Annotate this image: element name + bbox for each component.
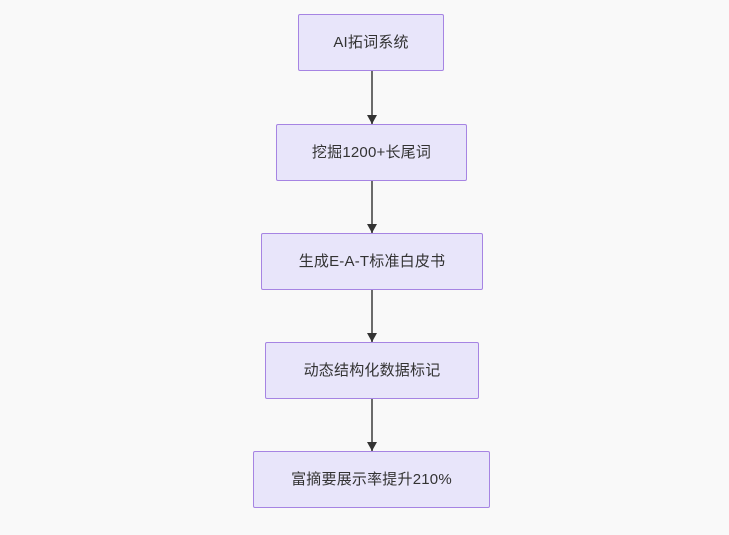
arrowhead-icon — [367, 224, 377, 233]
arrowhead-icon — [367, 115, 377, 124]
flow-node-mine-longtail-keywords[interactable]: 挖掘1200+长尾词 — [276, 124, 467, 181]
edge-line — [371, 181, 373, 233]
arrowhead-icon — [367, 333, 377, 342]
arrowhead-icon — [367, 442, 377, 451]
flow-node-rich-snippet-impression-uplift[interactable]: 富摘要展示率提升210% — [253, 451, 490, 508]
flow-node-ai-keyword-system[interactable]: AI拓词系统 — [298, 14, 444, 71]
flow-node-generate-eat-whitepaper[interactable]: 生成E-A-T标准白皮书 — [261, 233, 483, 290]
flow-node-label: 动态结构化数据标记 — [303, 361, 441, 379]
edge-line — [371, 290, 373, 342]
flow-node-label: 生成E-A-T标准白皮书 — [298, 252, 446, 270]
flow-node-dynamic-structured-data-markup[interactable]: 动态结构化数据标记 — [265, 342, 479, 399]
edge-line — [371, 71, 373, 124]
flow-node-label: 挖掘1200+长尾词 — [311, 143, 432, 161]
edge-line — [371, 399, 373, 451]
flow-node-label: 富摘要展示率提升210% — [291, 470, 452, 488]
flow-node-label: AI拓词系统 — [333, 33, 409, 51]
